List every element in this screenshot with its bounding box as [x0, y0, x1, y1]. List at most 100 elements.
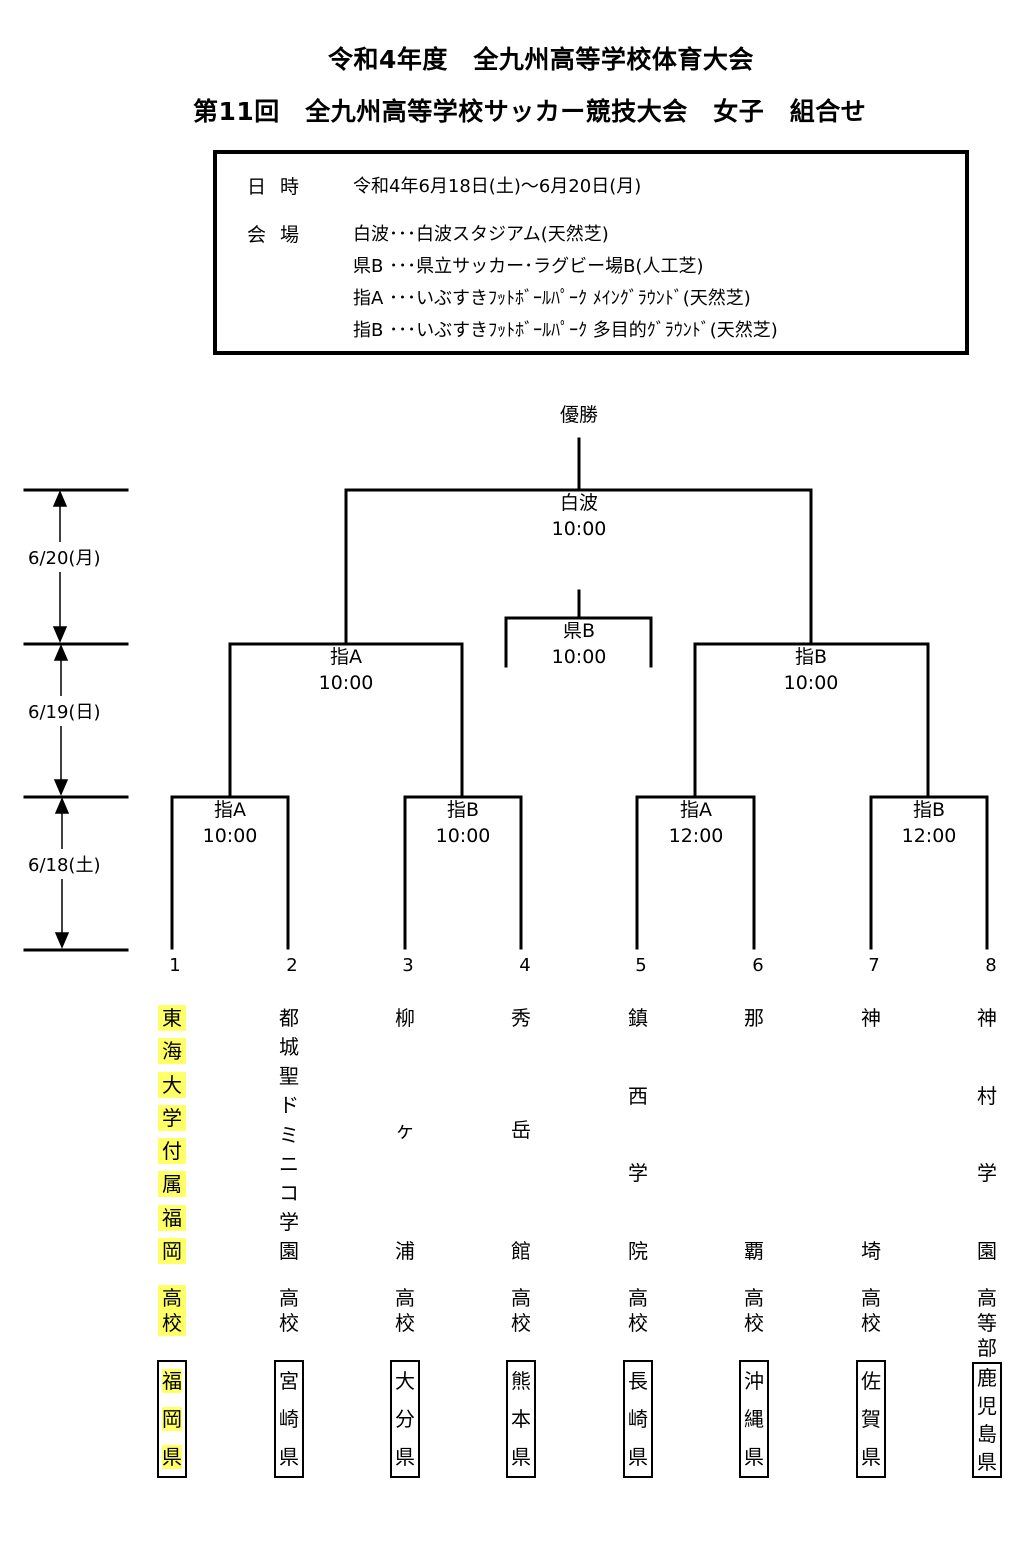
quarterfinal-time: 12:00 [901, 825, 957, 847]
arrow-down-icon [54, 932, 70, 949]
team-name-char: 神 [861, 1006, 881, 1030]
team-suffix-char: 校 [395, 1311, 415, 1335]
semifinal-venue: 指B [794, 646, 828, 668]
prefecture-char: 大 [395, 1369, 415, 1393]
slot-number: 5 [635, 955, 647, 976]
team-name-char: 大 [158, 1071, 186, 1098]
team-suffix-char: 高 [511, 1286, 531, 1310]
team-name-char: 属 [158, 1171, 186, 1198]
team-name-char: ニ [279, 1151, 299, 1176]
prefecture-char: 児 [977, 1394, 997, 1418]
prefecture-char: 崎 [628, 1407, 648, 1431]
team-suffix-char: 校 [279, 1311, 299, 1335]
slot-number: 8 [985, 955, 997, 976]
prefecture-char: 崎 [279, 1407, 299, 1431]
team-name-char: 浦 [395, 1239, 415, 1263]
arrow-up-icon [54, 797, 70, 814]
prefecture-box: 沖縄県 [739, 1360, 769, 1478]
prefecture-char: 岡 [162, 1407, 182, 1431]
prefecture-box: 長崎県 [623, 1360, 653, 1478]
page-title: 令和4年度 全九州高等学校体育大会 [328, 45, 754, 74]
team-name-char: 海 [158, 1038, 186, 1065]
slot-number: 1 [169, 955, 181, 976]
slot-number: 7 [868, 955, 880, 976]
venue-label: 会場 [247, 224, 314, 246]
third-place-venue: 県B [562, 620, 596, 642]
team-name-char: 神 [977, 1006, 997, 1030]
prefecture-char: 県 [162, 1445, 182, 1469]
team-name-char: 柳 [395, 1006, 415, 1030]
prefecture-char: 宮 [279, 1369, 299, 1393]
prefecture-char: 島 [977, 1422, 997, 1446]
team-name-char: 院 [628, 1239, 648, 1263]
prefecture-char: 県 [511, 1445, 531, 1469]
team-name-char: コ [279, 1180, 299, 1205]
team-name-char: 覇 [744, 1239, 764, 1263]
team-name-char: ミ [279, 1122, 299, 1147]
slot-number: 3 [402, 955, 414, 976]
team-suffix-char: 高 [977, 1286, 997, 1310]
date-label-day3: 6/20(月) [28, 542, 101, 572]
team-suffix-char: 校 [861, 1311, 881, 1335]
team-name-char: 都 [279, 1006, 299, 1030]
team-suffix-char: 校 [744, 1311, 764, 1335]
arrow-down-icon [52, 626, 68, 643]
team-name-char: 岡 [158, 1238, 186, 1264]
date-label-day1: 6/18(土) [28, 849, 101, 879]
quarterfinal-time: 10:00 [202, 825, 258, 847]
team-name-char: 聖 [279, 1064, 299, 1089]
team-suffix-char: 校 [511, 1311, 531, 1335]
quarterfinal-venue: 指A [680, 799, 712, 821]
third-place-time: 10:00 [551, 646, 607, 668]
team-name-char: 鎮 [628, 1006, 648, 1030]
prefecture-box: 佐賀県 [856, 1360, 886, 1478]
prefecture-char: 県 [628, 1445, 648, 1469]
venue-item: 県B ･･･県立サッカー･ラグビー場B(人工芝) [353, 256, 704, 277]
team-name-char: 福 [158, 1204, 186, 1231]
semifinal-bracket [693, 642, 930, 799]
team-name-char: 城 [279, 1035, 299, 1060]
team-name-char: 西 [628, 1083, 648, 1108]
page-subtitle: 第11回 全九州高等学校サッカー競技大会 女子 組合せ [193, 97, 867, 126]
prefecture-char: 県 [395, 1445, 415, 1469]
prefecture-char: 熊 [511, 1369, 531, 1393]
arrow-down-icon [53, 779, 69, 796]
semifinal-time: 10:00 [318, 672, 374, 694]
team-suffix-char: 高 [861, 1286, 881, 1310]
team-suffix-char: 校 [628, 1311, 648, 1335]
prefecture-char: 県 [861, 1445, 881, 1469]
final-bracket [344, 488, 813, 646]
champion-label: 優勝 [559, 404, 598, 426]
quarterfinal-bracket [403, 795, 523, 950]
semifinal-venue: 指A [330, 646, 362, 668]
prefecture-char: 縄 [744, 1407, 764, 1431]
prefecture-char: 本 [511, 1407, 531, 1431]
team-suffix-char: 校 [158, 1310, 186, 1336]
prefecture-char: 佐 [861, 1369, 881, 1393]
prefecture-char: 福 [162, 1369, 182, 1393]
team-suffix-char: 等 [977, 1311, 997, 1335]
prefecture-char: 長 [628, 1369, 648, 1393]
prefecture-char: 県 [279, 1445, 299, 1469]
team-suffix-char: 高 [395, 1286, 415, 1310]
date-value: 令和4年6月18日(土)～6月20日(月) [353, 176, 642, 197]
venue-item: 指A ･･･いぶすきﾌｯﾄﾎﾞｰﾙﾊﾟｰｸ ﾒｲﾝｸﾞﾗｳﾝﾄﾞ(天然芝) [353, 288, 751, 309]
arrow-up-icon [52, 490, 68, 507]
final-time: 10:00 [551, 518, 607, 540]
prefecture-char: 鹿 [977, 1366, 997, 1390]
team-name-char: 埼 [861, 1239, 881, 1263]
slot-number: 2 [286, 955, 298, 976]
team-suffix-char: 高 [744, 1286, 764, 1310]
prefecture-char: 分 [395, 1407, 415, 1431]
team-name-char: ヶ [395, 1117, 415, 1142]
info-box: 日時 令和4年6月18日(土)～6月20日(月) 会場 白波･･･白波スタジアム… [213, 150, 969, 355]
team-name-char: 学 [977, 1161, 997, 1186]
prefecture-box: 宮崎県 [274, 1360, 304, 1478]
prefecture-box: 鹿児島県 [972, 1362, 1002, 1478]
team-name-char: ド [279, 1093, 299, 1118]
team-name-char: 園 [977, 1239, 997, 1263]
team-name-char: 学 [628, 1161, 648, 1186]
prefecture-char: 県 [977, 1450, 997, 1474]
date-label: 日時 [247, 176, 314, 198]
